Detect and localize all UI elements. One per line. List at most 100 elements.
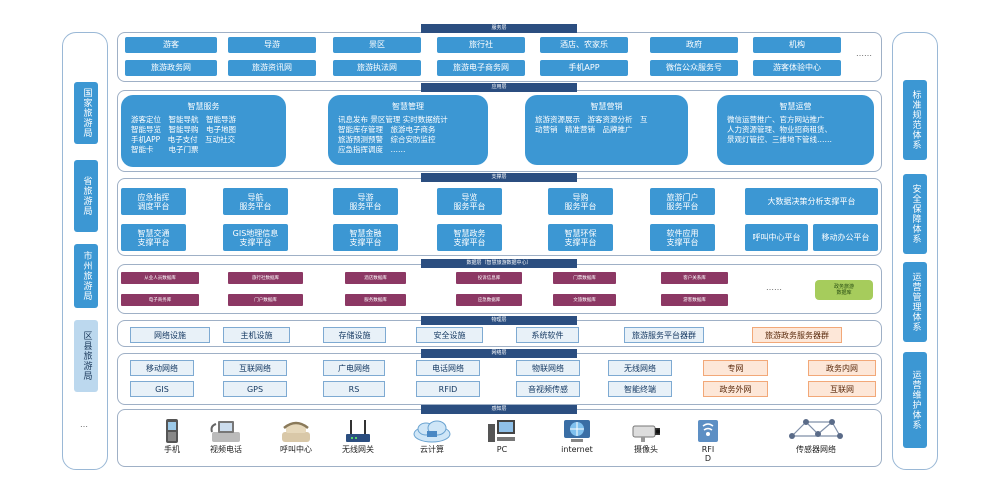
mobile-phone-icon bbox=[166, 419, 178, 443]
network-tech-0: GIS bbox=[130, 381, 194, 397]
physical-facility-1: 主机设施 bbox=[223, 327, 290, 343]
support-platform-bottom-5: 软件应用 支撑平台 bbox=[650, 224, 715, 251]
device-video-phone: 视频电话 bbox=[194, 418, 258, 454]
support-platform-top-2: 导游 服务平台 bbox=[333, 188, 398, 215]
support-mobile-office-platform: 移动办公平台 bbox=[813, 224, 878, 251]
support-platform-bottom-3: 智慧政务 支撑平台 bbox=[437, 224, 502, 251]
support-platform-bottom-2: 智慧金融 支撑平台 bbox=[333, 224, 398, 251]
rfid-icon bbox=[698, 420, 718, 442]
right-systems-column bbox=[892, 32, 938, 470]
internet-icon bbox=[564, 420, 590, 442]
service-role-6: 机构 bbox=[753, 37, 841, 53]
pc-icon bbox=[488, 420, 515, 442]
data-db-bottom-0: 电子商务库 bbox=[121, 294, 199, 306]
network-type-0: 移动网络 bbox=[130, 360, 194, 376]
system-security: 安全保障体系 bbox=[903, 174, 927, 254]
service-channel-4: 手机APP bbox=[540, 60, 628, 76]
service-channel-2: 旅游执法网 bbox=[333, 60, 421, 76]
sensor-network-icon bbox=[789, 419, 843, 439]
app-panel-smart-service: 智慧服务 游客定位 智能导航 智能导游 智能导览 智能导购 电子地图 手机APP… bbox=[121, 95, 286, 167]
device-mobile-phone: 手机 bbox=[140, 418, 204, 454]
physical-facility-5: 旅游服务平台器群 bbox=[624, 327, 704, 343]
left-levels-column bbox=[62, 32, 108, 470]
app-panel-title: 智慧营销 bbox=[590, 102, 623, 111]
device-label: 视频电话 bbox=[210, 445, 242, 454]
support-platform-bottom-0: 智慧交通 支撑平台 bbox=[121, 224, 186, 251]
app-panel-body: 旅游资源展示 游客资源分析 互 动营销 精准营销 品牌推广 bbox=[535, 115, 648, 134]
support-platform-top-4: 导购 服务平台 bbox=[548, 188, 613, 215]
service-role-4: 酒店、农家乐 bbox=[540, 37, 628, 53]
physical-gov-server-cluster: 旅游政务服务器群 bbox=[752, 327, 842, 343]
data-db-top-0: 从业人员数据库 bbox=[121, 272, 199, 284]
service-channel-3: 旅游电子商务网 bbox=[437, 60, 525, 76]
app-panel-body: 微信运营推广、官方网站推广 人力资源管理、物业招商租赁、 景观灯管控、三维地下管… bbox=[727, 115, 832, 144]
service-channel-0: 旅游政务网 bbox=[125, 60, 217, 76]
service-channel-6: 游客体验中心 bbox=[753, 60, 841, 76]
device-label: internet bbox=[561, 445, 593, 454]
app-panel-smart-operation: 智慧运营 微信运营推广、官方网站推广 人力资源管理、物业招商租赁、 景观灯管控、… bbox=[717, 95, 874, 165]
network-private: 专网 bbox=[703, 360, 768, 376]
support-platform-top-5: 旅游门户 服务平台 bbox=[650, 188, 715, 215]
service-role-2: 景区 bbox=[333, 37, 421, 53]
network-gov-intranet: 政务内网 bbox=[808, 360, 876, 376]
device-label: RFI D bbox=[701, 445, 715, 463]
video-phone-icon bbox=[210, 421, 240, 442]
device-call-center: 呼叫中心 bbox=[264, 418, 328, 454]
service-role-3: 旅行社 bbox=[437, 37, 525, 53]
device-rfid: RFI D bbox=[676, 418, 740, 463]
app-panel-smart-marketing: 智慧营销 旅游资源展示 游客资源分析 互 动营销 精准营销 品牌推广 bbox=[525, 95, 688, 165]
device-cloud-computing: 云计算 bbox=[400, 418, 464, 454]
app-panel-title: 智慧运营 bbox=[779, 102, 812, 111]
data-db-top-1: 旅行社数据库 bbox=[228, 272, 303, 284]
device-wireless-gateway: 无线网关 bbox=[326, 418, 390, 454]
support-platform-top-3: 导览 服务平台 bbox=[437, 188, 502, 215]
data-more: …… bbox=[766, 283, 782, 292]
support-platform-top-1: 导航 服务平台 bbox=[223, 188, 288, 215]
physical-facility-4: 系统软件 bbox=[516, 327, 579, 343]
data-db-bottom-1: 门户数据库 bbox=[228, 294, 303, 306]
data-db-bottom-5: 游客数据库 bbox=[661, 294, 728, 306]
data-db-bottom-3: 应急数据库 bbox=[456, 294, 522, 306]
data-db-bottom-2: 服务数据库 bbox=[345, 294, 406, 306]
level-county: 区县旅游局 bbox=[74, 320, 98, 392]
system-operation-maintenance: 运营维护体系 bbox=[903, 352, 927, 448]
data-db-bottom-4: 文旅数据库 bbox=[553, 294, 616, 306]
device-label: 无线网关 bbox=[342, 445, 374, 454]
service-channel-1: 旅游资讯网 bbox=[228, 60, 316, 76]
call-center-icon bbox=[282, 421, 310, 442]
physical-layer-tag: 物理层 bbox=[421, 316, 577, 325]
device-pc: PC bbox=[470, 418, 534, 454]
network-type-5: 无线网络 bbox=[608, 360, 672, 376]
device-label: 摄像头 bbox=[634, 445, 658, 454]
network-type-2: 广电网络 bbox=[323, 360, 385, 376]
support-call-center-platform: 呼叫中心平台 bbox=[745, 224, 808, 251]
device-label: 云计算 bbox=[420, 445, 444, 454]
network-type-3: 电话网络 bbox=[416, 360, 480, 376]
app-panel-title: 智慧管理 bbox=[392, 102, 424, 111]
service-layer-tag: 服务层 bbox=[421, 24, 577, 33]
support-layer-tag: 支撑层 bbox=[421, 173, 577, 182]
level-city: 市州旅游局 bbox=[74, 244, 98, 308]
service-role-5: 政府 bbox=[650, 37, 738, 53]
support-platform-top-0: 应急指挥 调度平台 bbox=[121, 188, 186, 215]
device-label: 传感器网络 bbox=[796, 445, 836, 454]
physical-facility-0: 网络设施 bbox=[130, 327, 210, 343]
data-db-top-4: 门票数据库 bbox=[553, 272, 616, 284]
device-camera: 摄像头 bbox=[614, 418, 678, 454]
left-more: … bbox=[80, 420, 88, 429]
support-platform-bottom-4: 智慧环保 支撑平台 bbox=[548, 224, 613, 251]
support-big-data-platform: 大数据决策分析支撑平台 bbox=[745, 188, 878, 215]
application-layer-tag: 应用层 bbox=[421, 83, 577, 92]
service-role-0: 游客 bbox=[125, 37, 217, 53]
level-province: 省旅游局 bbox=[74, 160, 98, 232]
sensing-layer-tag: 感知层 bbox=[421, 405, 577, 414]
network-internet: 互联网 bbox=[808, 381, 876, 397]
device-sensor-network: 传感器网络 bbox=[778, 416, 854, 454]
physical-facility-2: 存储设施 bbox=[323, 327, 386, 343]
data-db-top-3: 投诉信息库 bbox=[456, 272, 522, 284]
app-panel-body: 讯息发布 景区管理 实时数据统计 智能库存管理 旅游电子商务 旅游预测预警 综合… bbox=[338, 115, 448, 154]
device-label: 呼叫中心 bbox=[280, 445, 312, 454]
network-tech-3: RFID bbox=[416, 381, 480, 397]
network-type-1: 互联网络 bbox=[223, 360, 287, 376]
wireless-gateway-icon bbox=[346, 420, 370, 442]
